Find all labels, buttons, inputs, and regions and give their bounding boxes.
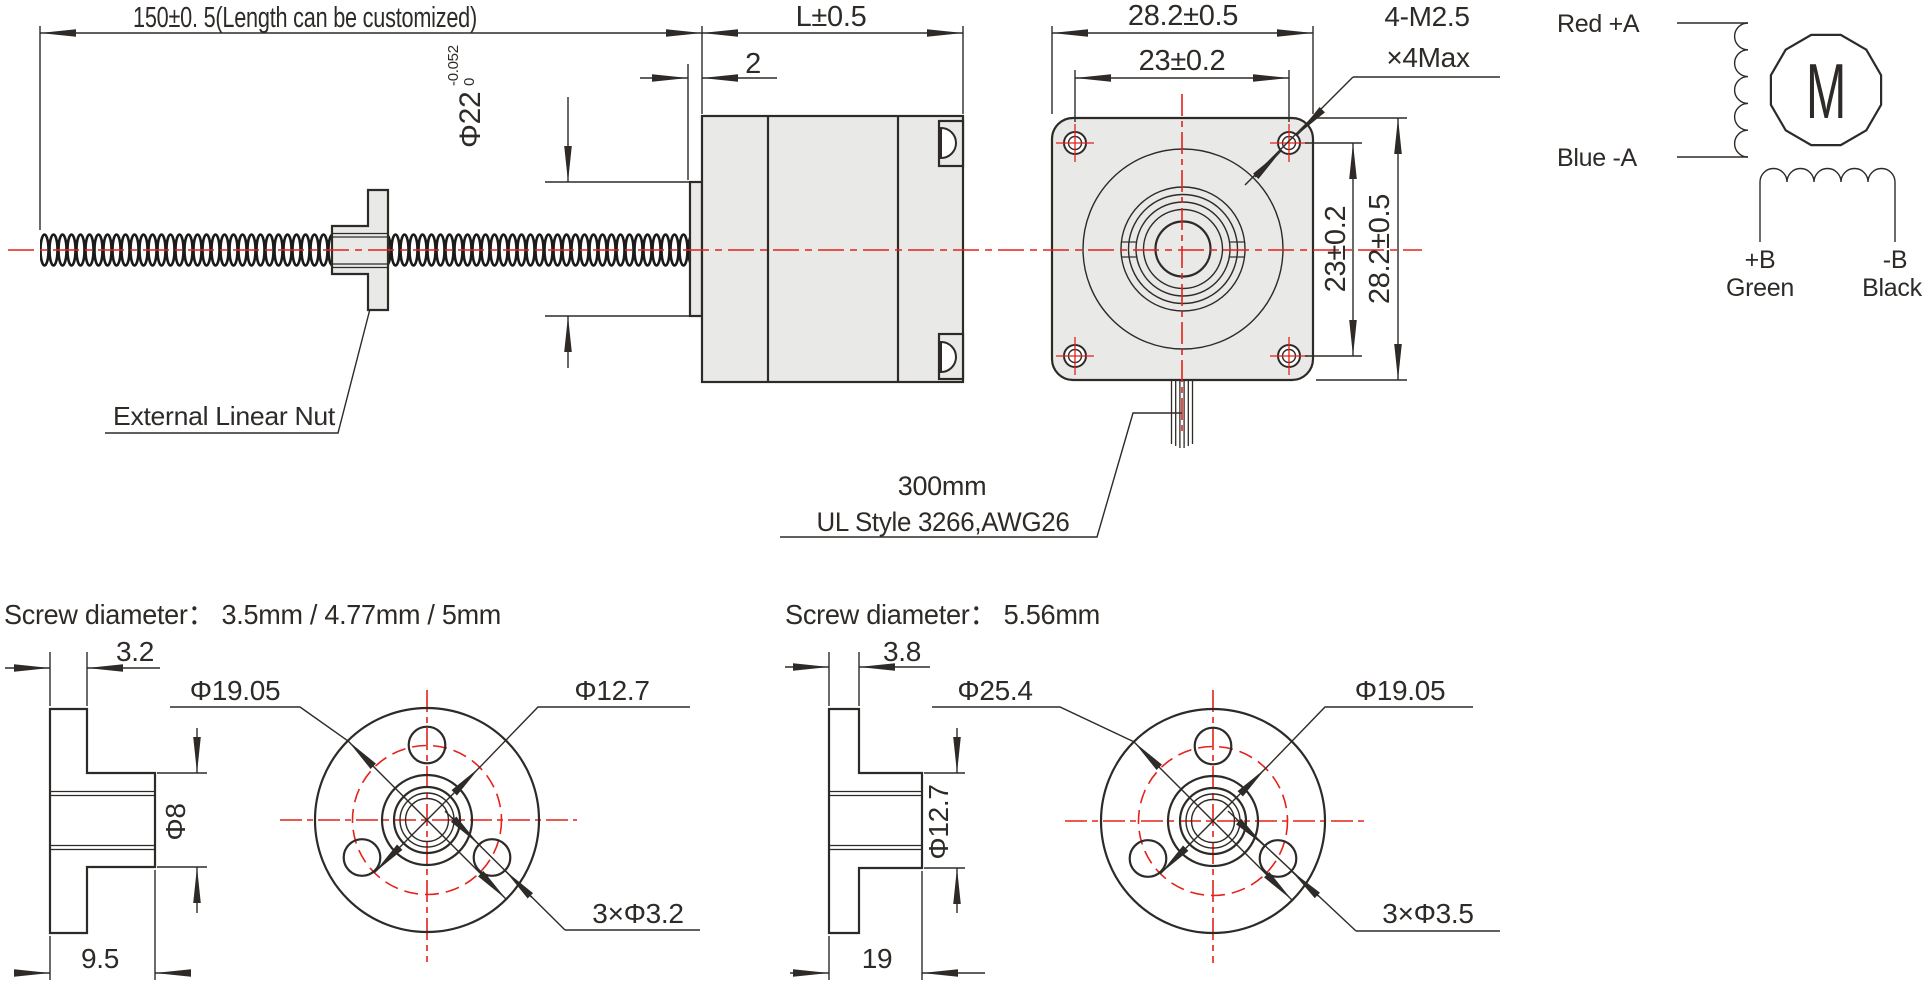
lead-a-neg-label: Blue -A	[1557, 144, 1638, 172]
motor-symbol-letter: M	[1806, 47, 1846, 135]
dim-nut-small-flange-thickness: 3.2	[116, 636, 154, 667]
lead-b-pos-label: +B	[1745, 246, 1776, 274]
lead-b-pos-color: Green	[1726, 274, 1794, 302]
motor-can-outline	[1082, 148, 1284, 350]
lead-a-pos-label: Red +A	[1557, 10, 1640, 38]
keyway-tabs	[1121, 241, 1245, 258]
nut-large-front-view: Φ25.4 Φ19.05 3×Φ3.5	[932, 675, 1500, 963]
rear-boss-arc-bottom	[940, 340, 957, 374]
dim-nut-large-flange-dia: Φ25.4	[957, 675, 1032, 706]
dim-nut-small-bore: Φ8	[160, 803, 191, 840]
dim-pilot-depth: 2	[745, 48, 761, 80]
dim-nut-large-bolt-circle: Φ19.05	[1355, 675, 1446, 706]
dim-flange-height: 28.2±0.5	[1364, 194, 1396, 304]
dim-nut-large-bore: Φ12.7	[923, 784, 954, 859]
pilot-dia-tol-upper: 0	[461, 78, 478, 86]
dim-nut-small-length: 9.5	[81, 943, 119, 974]
dim-screw-length: 150±0. 5(Length can be customized)	[133, 2, 477, 34]
dim-hole-spacing-v: 23±0.2	[1320, 206, 1352, 293]
nut-large-section: Screw diameter： 5.56mm 3.8 19 Φ12.7	[785, 599, 1500, 980]
side-view-motor-body	[688, 114, 965, 384]
dim-pilot-diameter: Φ22 -0.052 0	[445, 45, 487, 148]
dim-flange-width: 28.2±0.5	[1128, 0, 1238, 32]
dim-nut-large-holes: 3×Φ3.5	[1382, 898, 1473, 929]
flange-screw-holes	[1056, 124, 1308, 375]
pilot-dia-tol-lower: -0.052	[445, 45, 462, 86]
lead-b-neg-label: -B	[1883, 246, 1907, 274]
nut-large-heading: Screw diameter： 5.56mm	[785, 599, 1100, 630]
mount-holes-label-2: ×4Max	[1386, 42, 1470, 73]
nut-large-side-view: 3.8 19 Φ12.7	[785, 636, 985, 980]
motor-symbol-circle	[1769, 33, 1883, 147]
shaft-hole	[1154, 220, 1212, 278]
nut-small-side-view: 3.2 9.5 Φ8	[5, 636, 207, 980]
wiring-diagram: Red +A Blue -A M +B -B Green Black	[1557, 10, 1923, 302]
dimensions-side-view: 150±0. 5(Length can be customized) L±0.5…	[39, 1, 964, 434]
cable-spec-label: UL Style 3266,AWG26	[817, 507, 1070, 537]
nut-small-front-view: Φ19.05 Φ12.7 3×Φ3.2	[170, 675, 700, 962]
dim-hole-spacing-h: 23±0.2	[1139, 45, 1226, 77]
mount-holes-label-1: 4-M2.5	[1384, 1, 1469, 32]
centerlines	[8, 94, 1422, 434]
dim-nut-small-flange-dia: Φ19.05	[190, 675, 281, 706]
dimensions-front-view: 28.2±0.5 23±0.2 4-M2.5 ×4Max 23±0.2 28.2…	[780, 0, 1500, 538]
lead-wires	[1170, 380, 1194, 448]
dim-nut-small-holes: 3×Φ3.2	[592, 898, 683, 929]
lead-b-neg-color: Black	[1862, 274, 1922, 302]
dim-nut-small-bolt-circle: Φ12.7	[574, 675, 649, 706]
phase-b-coil	[1759, 167, 1896, 183]
nut-callout-label: External Linear Nut	[113, 401, 336, 431]
dim-nut-large-flange-thickness: 3.8	[883, 636, 921, 667]
rear-boss-arc-top	[940, 126, 957, 160]
nut-small-section: Screw diameter： 3.5mm / 4.77mm / 5mm 3.2…	[4, 599, 700, 980]
nut-small-heading: Screw diameter： 3.5mm / 4.77mm / 5mm	[4, 599, 501, 630]
motor-housing	[700, 114, 965, 384]
phase-a-coil	[1733, 22, 1749, 158]
dim-body-length: L±0.5	[796, 1, 867, 33]
dim-nut-large-length: 19	[862, 943, 893, 974]
front-pilot-boss	[688, 180, 704, 318]
cable-length-label: 300mm	[898, 471, 987, 501]
pilot-dia-main: Φ22	[454, 92, 487, 148]
